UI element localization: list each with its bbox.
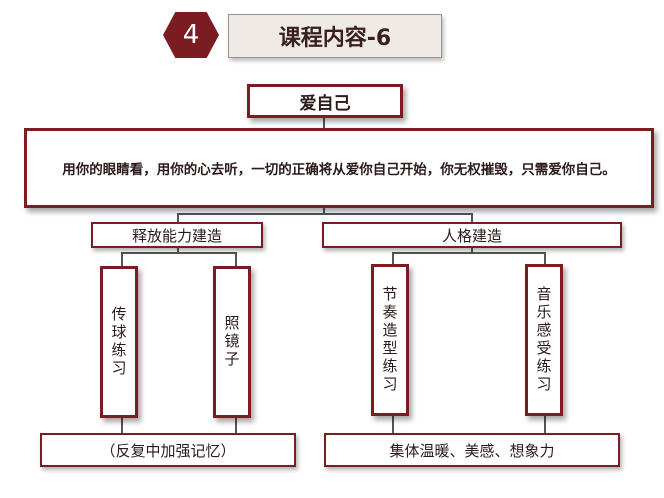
connector-left-branch xyxy=(177,213,179,223)
connector-right-item1 xyxy=(392,252,394,266)
branch-personality-label: 人格建造 xyxy=(441,226,502,245)
connector-left-item1-result xyxy=(121,416,123,434)
statement-text: 用你的眼睛看，用你的心去听，一切的正确将从爱你自己开始，你无权摧毁，只需爱你自己… xyxy=(62,162,616,178)
connector-right-down xyxy=(471,247,473,253)
connector-right-branch xyxy=(471,213,473,223)
branch-release-ability: 释放能力建造 xyxy=(91,222,263,248)
connector-right-item2 xyxy=(544,252,546,266)
connector-right-item2-result xyxy=(544,416,546,434)
result-left-label: （反复中加强记忆） xyxy=(100,441,236,460)
page-title-text: 课程内容-6 xyxy=(278,26,392,51)
item-rhythm-pose-practice: 节奏造型练习 xyxy=(371,264,409,416)
root-node: 爱自己 xyxy=(247,84,403,118)
section-number-badge: 4 xyxy=(163,12,219,58)
item-mirror: 照镜子 xyxy=(213,266,251,418)
connector-left-down xyxy=(177,247,179,253)
item-rhythm-pose-practice-label: 节奏造型练习 xyxy=(380,286,399,394)
connector-right-item1-result xyxy=(392,416,394,434)
result-right: 集体温暖、美感、想象力 xyxy=(324,433,620,467)
connector-horizontal-top xyxy=(177,213,473,215)
branch-release-ability-label: 释放能力建造 xyxy=(131,226,222,245)
section-number: 4 xyxy=(182,20,200,50)
connector-right-horizontal xyxy=(392,252,546,254)
root-node-label: 爱自己 xyxy=(299,93,351,114)
branch-personality: 人格建造 xyxy=(322,222,622,248)
item-pass-ball-practice-label: 传球练习 xyxy=(109,306,128,378)
page-title: 课程内容-6 xyxy=(228,14,442,58)
connector-left-item2-result xyxy=(235,416,237,434)
connector-root-statement xyxy=(323,116,325,130)
statement-box: 用你的眼睛看，用你的心去听，一切的正确将从爱你自己开始，你无权摧毁，只需爱你自己… xyxy=(24,128,654,208)
result-right-label: 集体温暖、美感、想象力 xyxy=(389,441,555,460)
item-music-feeling-practice: 音乐感受练习 xyxy=(525,264,563,416)
connector-statement-down xyxy=(323,206,325,214)
connector-left-item2 xyxy=(235,252,237,266)
item-music-feeling-practice-label: 音乐感受练习 xyxy=(534,286,553,394)
connector-left-horizontal xyxy=(121,252,237,254)
connector-left-item1 xyxy=(121,252,123,266)
item-pass-ball-practice: 传球练习 xyxy=(100,266,138,418)
result-left: （反复中加强记忆） xyxy=(40,433,296,467)
item-mirror-label: 照镜子 xyxy=(222,315,241,369)
